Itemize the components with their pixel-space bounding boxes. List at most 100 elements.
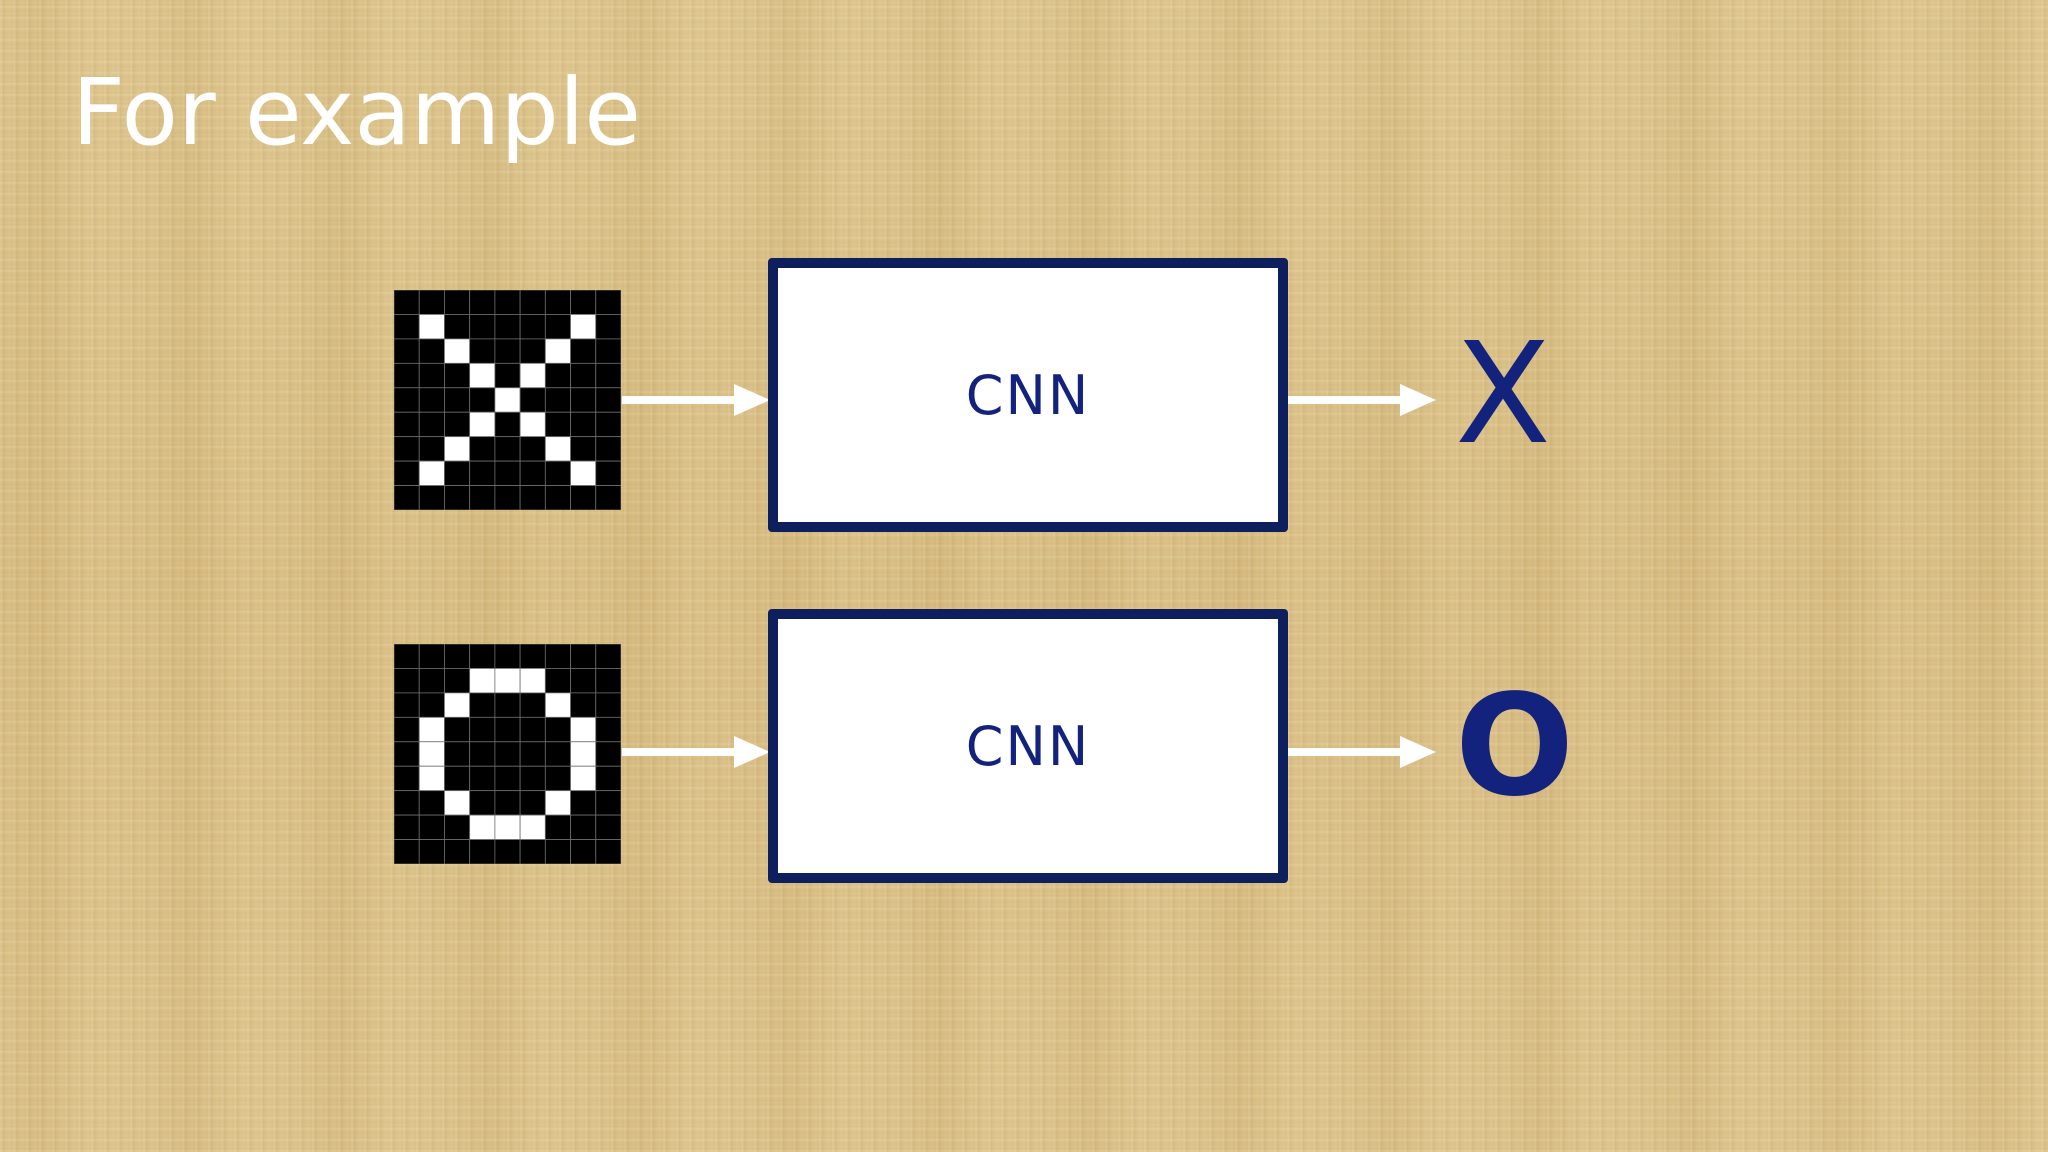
pixel-cell (494, 741, 521, 767)
pixel-cell (544, 314, 571, 340)
pixel-cell (494, 839, 521, 864)
cnn-box-x: CNN (768, 258, 1288, 532)
pixel-cell (418, 790, 445, 816)
pixel-cell (544, 460, 571, 486)
pixel-cell (570, 387, 597, 413)
pixel-cell (494, 411, 521, 438)
pixel-cell (595, 460, 621, 486)
pixel-cell (444, 765, 471, 792)
pixel-cell (595, 790, 621, 816)
pixel-cell (544, 644, 571, 669)
pixel-cell (418, 362, 445, 389)
pixel-cell (570, 485, 597, 510)
pixel-cell (418, 741, 445, 767)
pixel-cell (595, 668, 621, 694)
pixel-cell (595, 839, 621, 864)
pixel-cell (544, 436, 571, 462)
pixel-cell (394, 765, 420, 792)
pixel-cell (444, 741, 471, 767)
pixel-cell (418, 338, 445, 364)
pixel-cell (418, 314, 445, 340)
pixel-cell (469, 411, 496, 438)
pixel-cell (469, 485, 496, 510)
pixel-cell (444, 814, 471, 840)
pixel-cell (519, 460, 546, 486)
pixel-cell (494, 790, 521, 816)
pixel-cell (544, 692, 571, 718)
pixel-cell (444, 668, 471, 694)
pixel-cell (595, 716, 621, 743)
pixel-cell (544, 765, 571, 792)
pixel-cell (469, 790, 496, 816)
pixel-cell (570, 436, 597, 462)
pixel-cell (570, 290, 597, 315)
pixel-cell (469, 716, 496, 743)
pixel-cell (418, 485, 445, 510)
pixel-cell (469, 741, 496, 767)
pixel-cell (494, 692, 521, 718)
pixel-cell (595, 290, 621, 315)
pixel-cell (418, 716, 445, 743)
pixel-cell (570, 362, 597, 389)
pixel-cell (444, 692, 471, 718)
pixel-cell (570, 765, 597, 792)
pixel-cell (418, 387, 445, 413)
pixel-cell (418, 765, 445, 792)
pixel-cell (418, 644, 445, 669)
pixel-cell (394, 314, 420, 340)
pixel-cell (494, 668, 521, 694)
pixel-cell (570, 338, 597, 364)
pixel-cell (519, 290, 546, 315)
o-pixel-image (394, 644, 621, 864)
pixel-cell (544, 290, 571, 315)
pixel-cell (494, 362, 521, 389)
cnn-label-o: CNN (965, 714, 1091, 778)
pixel-cell (519, 741, 546, 767)
pixel-cell (418, 668, 445, 694)
pixel-cell (418, 460, 445, 486)
pixel-cell (519, 716, 546, 743)
pixel-cell (519, 839, 546, 864)
pixel-cell (394, 290, 420, 315)
pixel-cell (394, 338, 420, 364)
pixel-cell (494, 814, 521, 840)
pixel-cell (570, 839, 597, 864)
pixel-cell (469, 814, 496, 840)
x-pixel-image (394, 290, 621, 510)
pixel-cell (394, 741, 420, 767)
pixel-cell (494, 387, 521, 413)
pixel-cell (394, 485, 420, 510)
pixel-cell (570, 644, 597, 669)
pixel-cell (444, 644, 471, 669)
pixel-cell (394, 411, 420, 438)
pixel-cell (494, 485, 521, 510)
pixel-cell (394, 692, 420, 718)
pixel-cell (570, 668, 597, 694)
pixel-cell (394, 668, 420, 694)
pixel-cell (394, 436, 420, 462)
pixel-cell (394, 716, 420, 743)
pixel-cell (519, 338, 546, 364)
pixel-cell (394, 790, 420, 816)
pixel-cell (570, 411, 597, 438)
pixel-cell (595, 387, 621, 413)
pixel-cell (570, 814, 597, 840)
pixel-cell (544, 790, 571, 816)
slide-title: For example (72, 59, 641, 166)
pixel-cell (469, 839, 496, 864)
pixel-cell (570, 460, 597, 486)
pixel-cell (519, 362, 546, 389)
pixel-cell (544, 814, 571, 840)
pixel-cell (544, 716, 571, 743)
pixel-cell (469, 668, 496, 694)
pixel-cell (595, 741, 621, 767)
pixel-cell (544, 387, 571, 413)
output-arrow-x (1288, 384, 1436, 416)
pixel-cell (418, 411, 445, 438)
pixel-cell (595, 314, 621, 340)
input-arrow-o (622, 736, 770, 768)
pixel-cell (469, 362, 496, 389)
pixel-cell (494, 290, 521, 315)
pixel-cell (444, 716, 471, 743)
pixel-cell (595, 436, 621, 462)
